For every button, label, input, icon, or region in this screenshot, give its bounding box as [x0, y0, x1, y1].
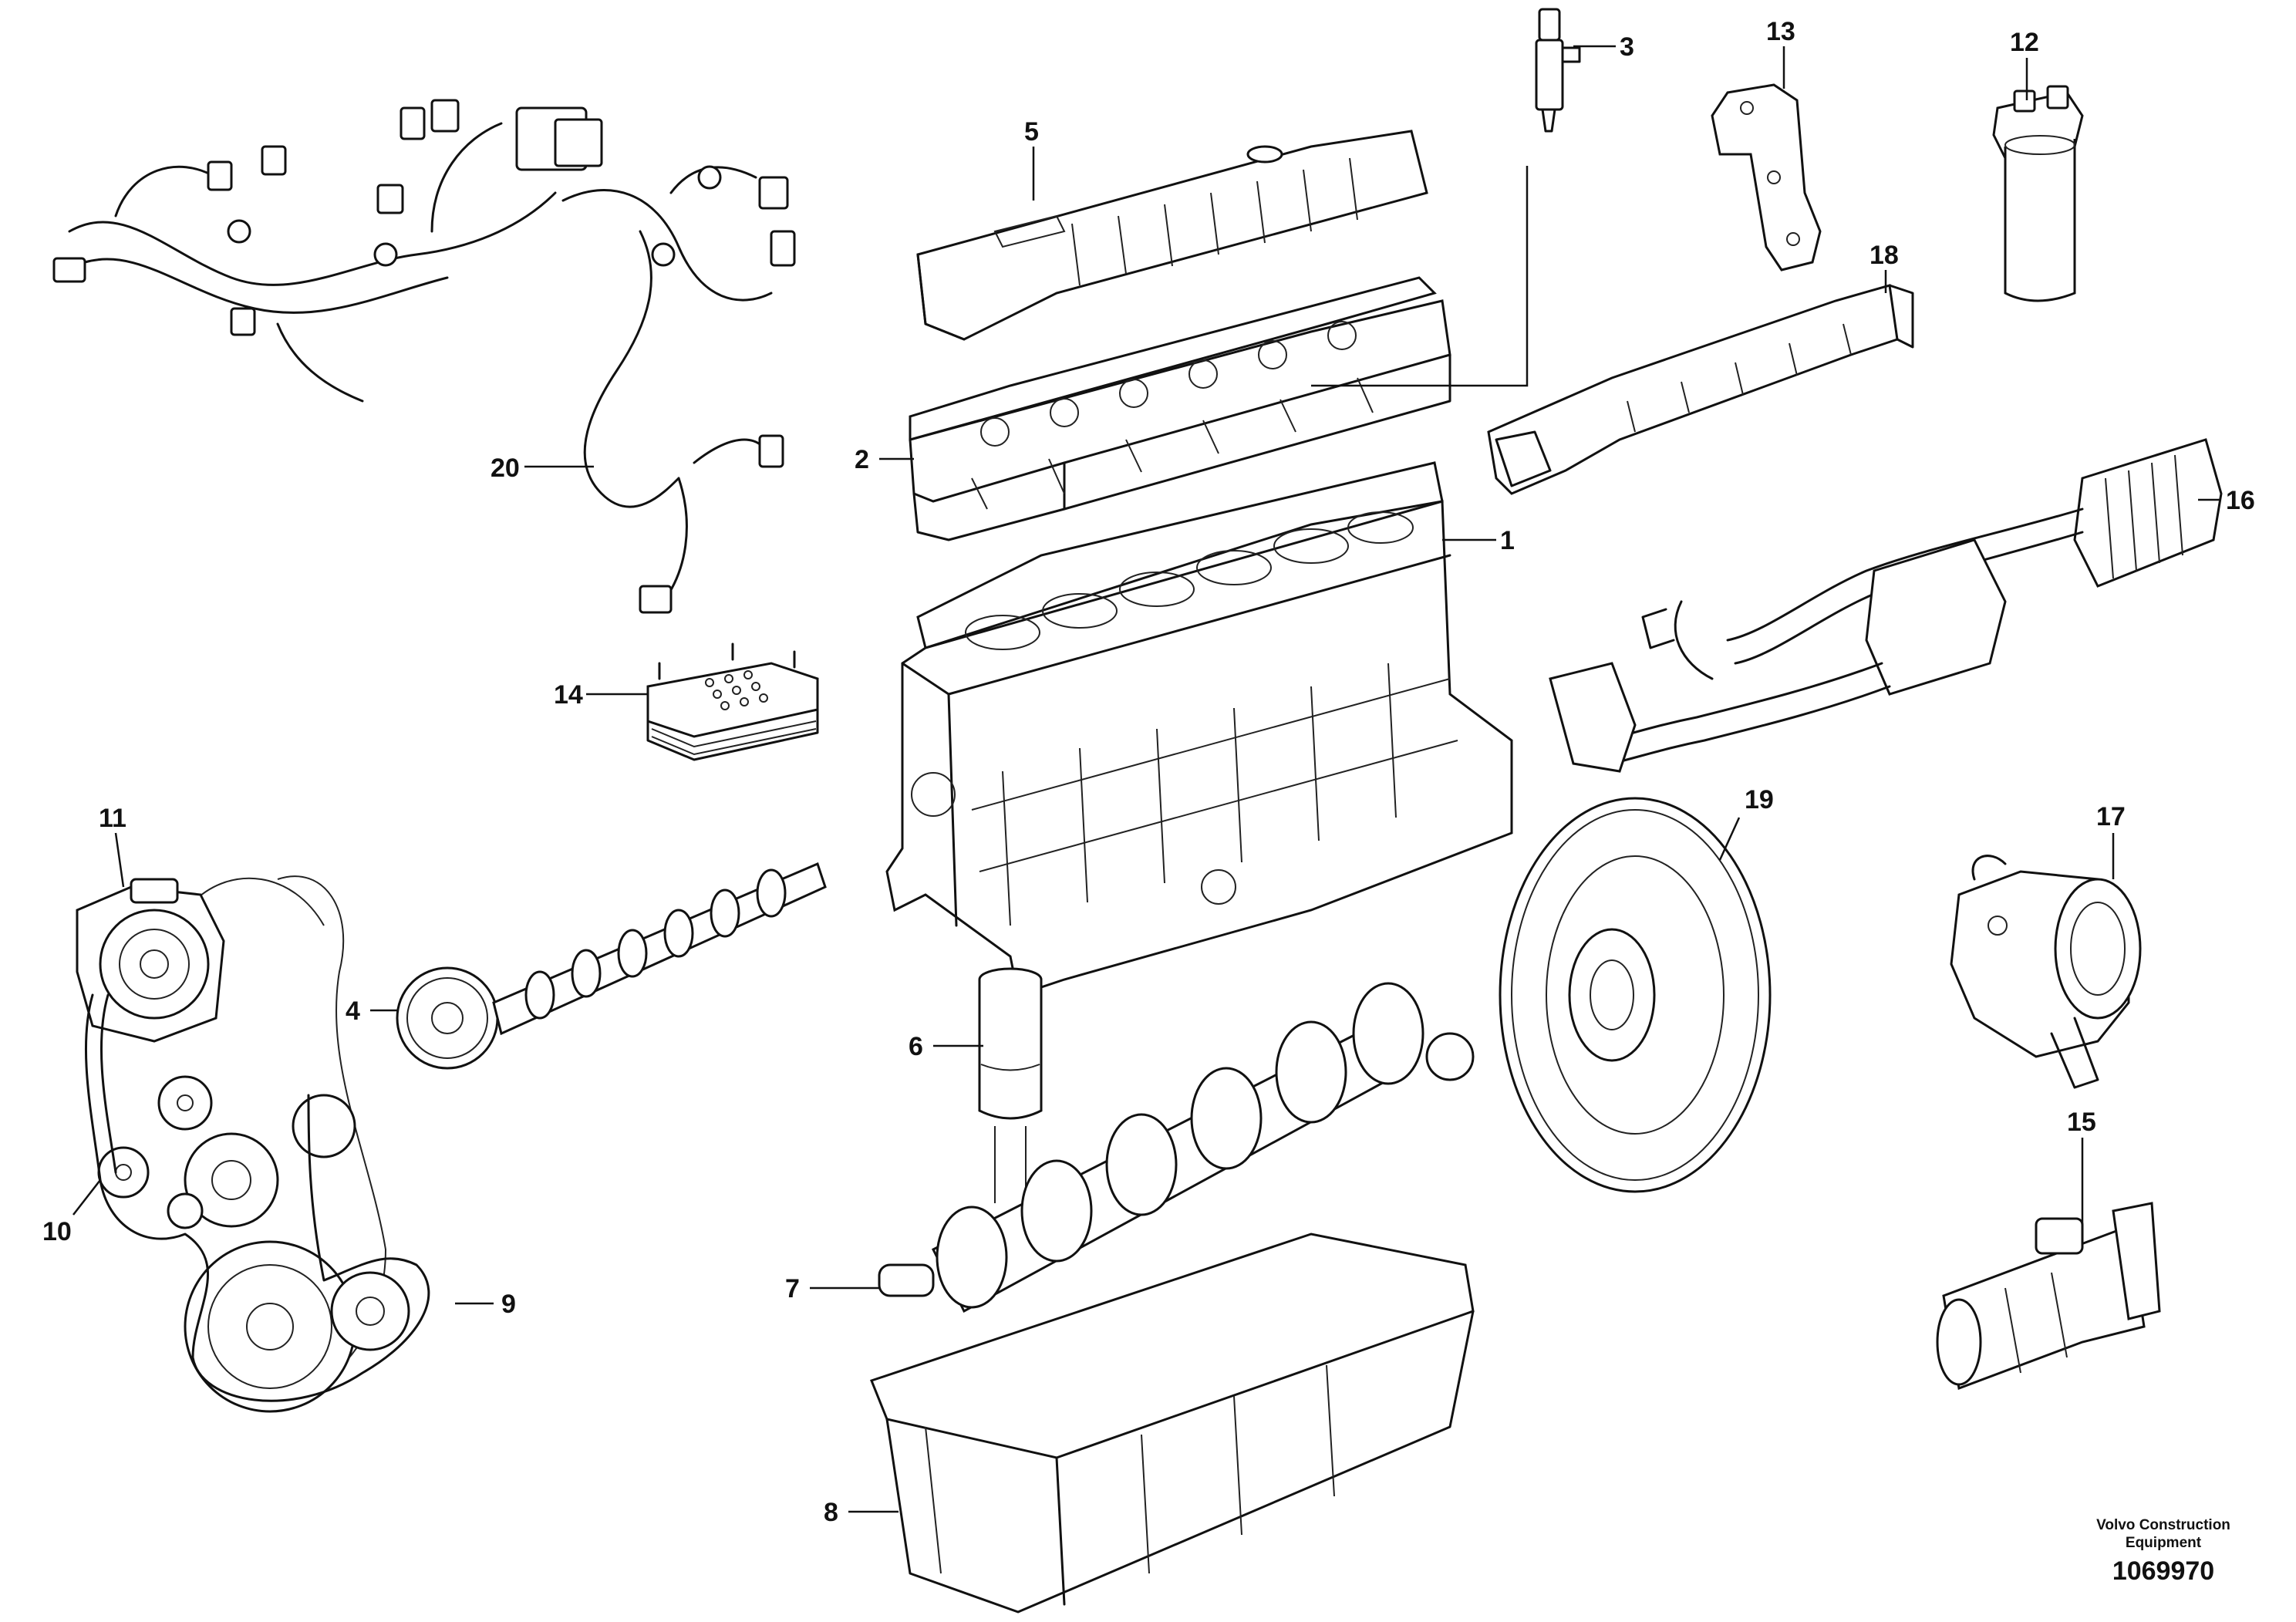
callout-12: 12 [2010, 28, 2039, 57]
brand-line-2: Equipment [2126, 1535, 2202, 1551]
exhaust-manifold [1487, 284, 1914, 495]
document-number: 1069970 [2112, 1556, 2214, 1586]
callout-19: 19 [1745, 785, 1774, 814]
flywheel [1499, 797, 1772, 1193]
brand-line-1: Volvo Construction [2096, 1517, 2230, 1533]
callout-2: 2 [855, 445, 869, 474]
callout-8: 8 [824, 1498, 838, 1527]
callout-10: 10 [42, 1217, 72, 1246]
belt-pulleys [97, 1075, 410, 1413]
drive-belt [84, 993, 430, 1402]
callout-4: 4 [346, 996, 360, 1026]
oil-cooler [646, 642, 819, 761]
fuel-filter [1992, 85, 2084, 302]
callout-5: 5 [1024, 117, 1039, 147]
engine-block [885, 461, 1513, 996]
leader-lines [72, 45, 2221, 1513]
brand-block: Volvo Construction Equipment 1069970 [2096, 1517, 2230, 1586]
callout-15: 15 [2067, 1108, 2096, 1137]
starter-motor [1936, 1202, 2161, 1391]
callout-18: 18 [1870, 241, 1899, 270]
egr-cooler [1549, 438, 2223, 773]
callout-1: 1 [1500, 526, 1515, 555]
callout-7: 7 [785, 1274, 800, 1303]
turbocharger [1950, 855, 2142, 1089]
oil-pan [870, 1233, 1475, 1614]
valve-cover [916, 130, 1428, 341]
wiring-harness [52, 99, 796, 614]
fuel-injector [1535, 8, 1581, 133]
cylinder-head [909, 276, 1451, 541]
callout-13: 13 [1766, 17, 1795, 46]
callout-17: 17 [2096, 802, 2126, 831]
crankshaft [878, 982, 1475, 1313]
camshaft [396, 862, 827, 1070]
mounting-bracket [1711, 83, 1822, 271]
callout-labels: 1 2 3 4 5 6 7 8 9 10 11 12 13 14 15 16 1… [42, 17, 2255, 1527]
callout-14: 14 [554, 680, 583, 710]
cylinder-liner [978, 967, 1043, 1203]
accessory-drive [76, 875, 430, 1413]
callout-20: 20 [491, 454, 520, 483]
callout-6: 6 [909, 1032, 923, 1061]
callout-16: 16 [2226, 486, 2255, 515]
callout-9: 9 [501, 1290, 516, 1319]
alternator [76, 878, 225, 1043]
callout-11: 11 [99, 804, 126, 833]
callout-3: 3 [1620, 32, 1634, 62]
